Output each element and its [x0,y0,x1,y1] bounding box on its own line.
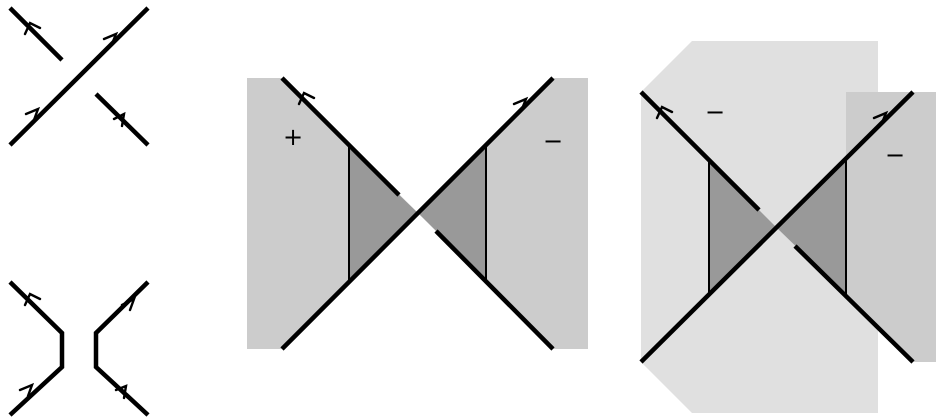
arrow-icon [297,91,316,106]
arrow-icon [23,21,42,36]
right-dark-triangle [777,160,846,295]
arrow-icon [102,31,119,46]
shaded-crossing-right: − − [639,41,936,413]
positive-sign-label: + [283,123,303,151]
negative-sign-label: − [705,98,725,126]
under-strand-lower [434,229,555,351]
smoothing-diagram [8,280,150,417]
arrow-icon [114,384,128,400]
left-dark-triangle [709,160,777,295]
under-strand-lower [793,244,915,364]
arrow-icon [120,296,137,312]
left-dark-triangle [349,147,418,280]
over-strand [8,6,150,147]
left-light-region [247,78,418,349]
shaded-crossing-middle: + − [247,76,588,351]
under-strand-upper [8,6,64,62]
left-smoothed-strand [8,280,65,417]
crossing-diagram [8,6,150,147]
arrow-icon [23,292,42,307]
right-smoothed-strand [93,280,150,417]
arrow-icon [24,106,41,122]
negative-sign-label: − [885,141,905,169]
arrow-icon [655,105,674,120]
arrow-icon [512,96,529,111]
negative-sign-label: − [543,127,563,155]
arrow-icon [872,110,889,125]
right-light-region [418,78,588,349]
over-strand [280,76,555,351]
right-dark-triangle [418,147,486,280]
over-strand [639,90,915,364]
arrow-icon [112,111,126,128]
arrow-icon [18,382,35,398]
right-gray-region [846,92,936,362]
